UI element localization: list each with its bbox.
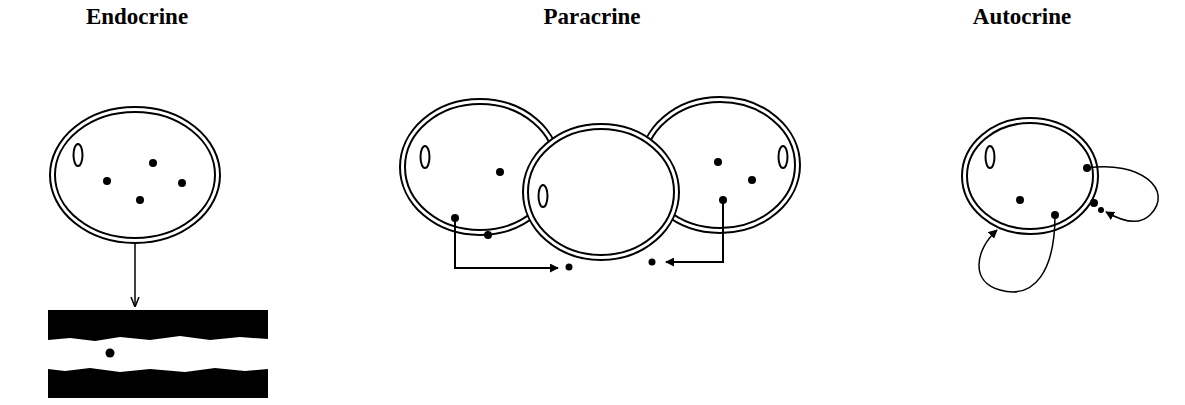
signal-molecules [1016, 164, 1104, 219]
paracrine-cells [400, 97, 800, 260]
paracrine-arrow [455, 218, 558, 268]
section-heading: Autocrine [973, 4, 1071, 30]
secretion-arrow [134, 243, 136, 306]
endocrine-cell [50, 107, 220, 243]
section-heading: Paracrine [543, 4, 640, 30]
blood-vessel [48, 310, 268, 398]
signal-molecules [103, 159, 186, 204]
autocrine-arrow [1087, 167, 1158, 222]
autocrine-arrow [979, 215, 1055, 292]
section-heading: Endocrine [86, 4, 188, 30]
autocrine-cell [962, 118, 1098, 234]
paracrine-arrow [666, 200, 723, 262]
signal-molecules [451, 158, 756, 271]
